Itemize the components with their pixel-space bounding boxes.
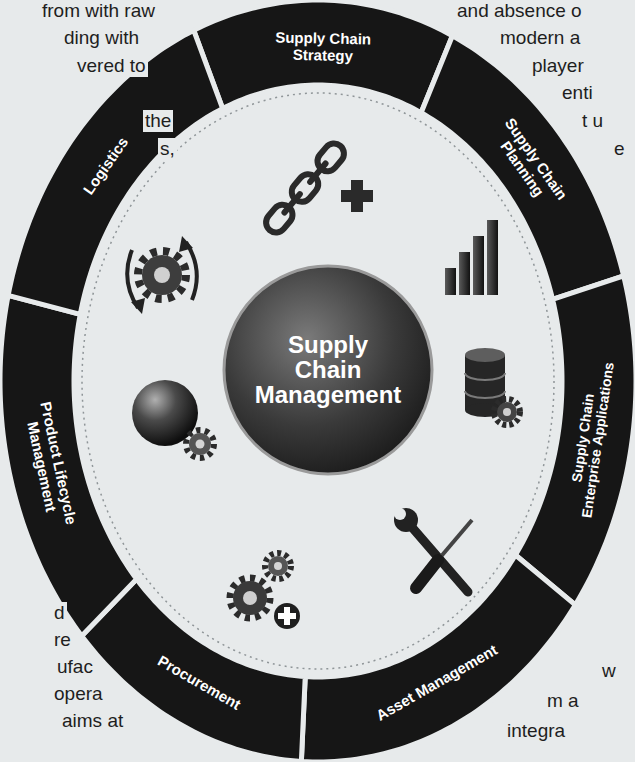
gear-teeth — [230, 578, 270, 618]
segment-band — [8, 30, 223, 314]
segment-band — [515, 276, 635, 605]
gear-teeth — [186, 430, 214, 458]
text-fragment: m a — [545, 690, 581, 712]
hub-circle: Supply Chain Management — [222, 264, 434, 476]
text-fragment: integra — [505, 720, 567, 742]
ring-segment: Procurement — [81, 579, 306, 762]
gear-hole — [503, 408, 511, 416]
text-fragment: modern a — [498, 27, 582, 49]
gears-plus-icon — [230, 553, 300, 629]
chain-icon — [262, 139, 348, 236]
plus-badge — [274, 603, 300, 629]
database-ring — [465, 373, 505, 380]
hub-disc — [224, 266, 432, 474]
text-fragment: e — [612, 138, 627, 160]
arrowhead — [131, 298, 145, 314]
segment-band — [301, 555, 575, 762]
gear-body — [233, 581, 267, 615]
arrowhead — [179, 236, 193, 252]
screwdriver-shaft — [438, 520, 472, 560]
gear-hole — [154, 267, 170, 283]
ring-segment: Supply Chain Enterprise Applications — [515, 275, 635, 605]
tools-icon — [394, 508, 472, 592]
segment-band — [194, 0, 453, 113]
ring-segment: Product Lifecycle Management — [0, 295, 137, 636]
chart-bar — [473, 236, 484, 295]
segment-outline — [0, 295, 137, 636]
sphere — [132, 380, 198, 446]
database-ring — [465, 391, 505, 398]
wrench-head — [394, 508, 418, 532]
segment-band — [0, 295, 137, 636]
database-icon — [465, 348, 520, 425]
chart-bar — [445, 268, 456, 295]
text-fragment: opera — [52, 683, 105, 705]
screwdriver-handle — [416, 560, 438, 588]
gear-teeth — [265, 553, 291, 579]
gear-arrows-icon — [127, 236, 197, 314]
gear-body — [497, 402, 517, 422]
wrench-notch — [394, 508, 406, 520]
text-fragment: re — [52, 629, 73, 651]
gear-body — [189, 433, 211, 455]
chain-link — [313, 139, 348, 175]
text-fragment: player — [530, 55, 586, 77]
gear-teeth — [494, 399, 520, 425]
text-fragment: and absence o — [455, 0, 584, 22]
text-fragment: from with raw — [40, 0, 157, 22]
gear-body — [268, 556, 288, 576]
plus-symbol — [341, 180, 373, 212]
text-fragment: s, — [158, 138, 177, 160]
gear-teeth — [138, 251, 186, 299]
database-top — [465, 348, 505, 362]
gear-hole — [196, 440, 205, 449]
segment-band — [421, 36, 624, 300]
text-fragment: ufac — [55, 656, 95, 678]
ring-segment: Supply Chain Strategy — [193, 0, 453, 113]
gear-hole — [243, 591, 257, 605]
gear-body — [142, 255, 182, 295]
plus-symbol — [278, 607, 296, 625]
hub-label: Supply Chain Management — [253, 332, 403, 408]
text-fragment: aims at — [60, 710, 125, 732]
curved-arrow — [127, 250, 138, 308]
text-fragment: the — [143, 110, 173, 132]
chart-bar — [487, 220, 498, 295]
dotted-inner-ring — [82, 93, 554, 669]
ball-gear-icon — [132, 380, 214, 458]
text-fragment: d — [52, 602, 67, 624]
bar-chart-icon — [445, 220, 498, 295]
text-fragment: ding with — [62, 27, 141, 49]
text-fragment: enti — [560, 82, 595, 104]
curved-arrow — [186, 242, 197, 300]
text-fragment: t u — [580, 110, 605, 132]
text-fragment: vered to — [75, 55, 148, 77]
chart-bar — [459, 252, 470, 295]
text-fragment: w — [600, 660, 618, 682]
segment-label: Supply Chain Strategy — [267, 29, 378, 64]
segment-band — [82, 579, 306, 761]
ring-segment: Supply Chain Planning — [421, 35, 624, 300]
gear-hole — [274, 562, 282, 570]
